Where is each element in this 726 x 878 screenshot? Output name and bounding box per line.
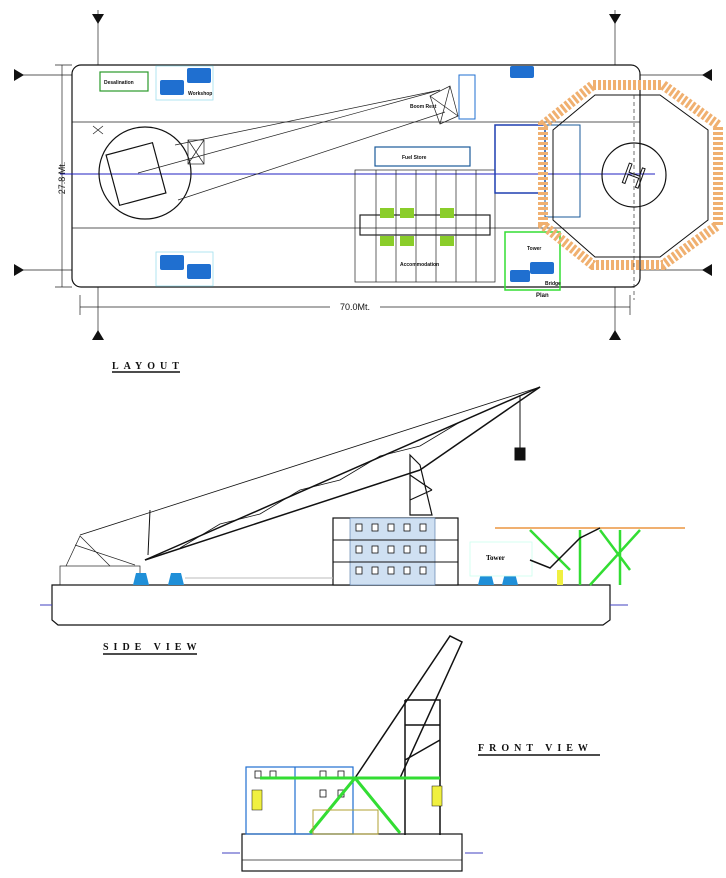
length-dimension: 70.0Mt. [340,302,370,312]
anchor-icon [14,69,72,81]
kingpost-tower [409,453,433,516]
side-boom [79,386,541,561]
anchor-icon [92,10,104,65]
front-view: FRONT VIEW [222,635,600,872]
anchor-icon [609,287,621,340]
anchor-icon [14,264,72,276]
fuel-store [374,146,471,167]
hull [51,584,611,626]
front-crane [354,635,463,835]
side-accommodation [332,517,459,586]
crane-boom [137,85,459,201]
tower-box [504,231,561,291]
accommodation-label: Accommodation [400,262,439,268]
crane-base [98,126,192,220]
boom-rest-label: Boom Rest [410,104,437,110]
helideck-support [495,527,685,586]
crane-house [59,535,141,586]
anchors [14,10,712,340]
side-view: Tower SIDE VIEW [40,386,685,655]
winch-icons [133,573,518,585]
anchor-icon [609,10,621,65]
generator-icons [160,66,554,282]
fuel-store-label: Fuel Store [402,155,427,161]
anchor-icon [640,264,712,276]
bridge-label: Bridge [545,281,561,287]
side-view-title: SIDE VIEW [103,642,201,653]
helipad-h-marking: H [618,157,650,195]
layout-plan: 27.8 Mt. 70.0Mt. Boom Rest Desalination … [14,10,723,373]
anchor-icon [92,287,104,340]
width-dimension: 27.8 Mt. [57,162,67,195]
plan-label: Plan [536,293,549,299]
front-hull [241,833,463,872]
tower-label: Tower [527,246,541,252]
helideck: H [538,80,723,300]
front-view-title: FRONT VIEW [478,743,593,754]
desalination-unit [99,71,149,92]
anchor-icon [640,69,712,81]
side-tower-label: Tower [486,554,505,562]
helipad-circle [601,142,667,208]
accommodation-block [354,169,496,283]
workshop-label: Workshop [188,91,212,97]
desalination-label: Desalination [104,80,134,86]
layout-title: LAYOUT [112,361,184,372]
deck-outline [71,64,641,288]
